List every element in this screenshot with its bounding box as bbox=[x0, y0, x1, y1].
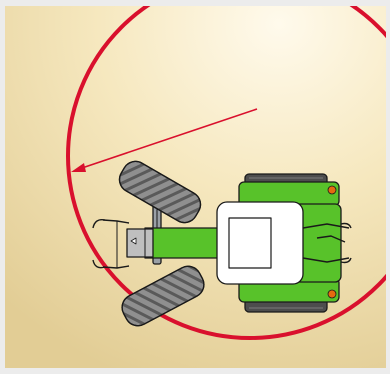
front-left-tire bbox=[118, 160, 202, 224]
cab bbox=[216, 201, 304, 285]
front-hitch bbox=[92, 218, 130, 269]
radius-arrow bbox=[71, 108, 258, 172]
diagram-panel bbox=[5, 6, 386, 368]
turning-circle-diagram bbox=[5, 6, 386, 368]
tail-lights bbox=[327, 185, 337, 299]
turning-circle bbox=[66, 6, 386, 340]
tractor bbox=[92, 160, 352, 327]
front-right-tire bbox=[121, 265, 205, 327]
rear-hitch bbox=[302, 222, 352, 264]
